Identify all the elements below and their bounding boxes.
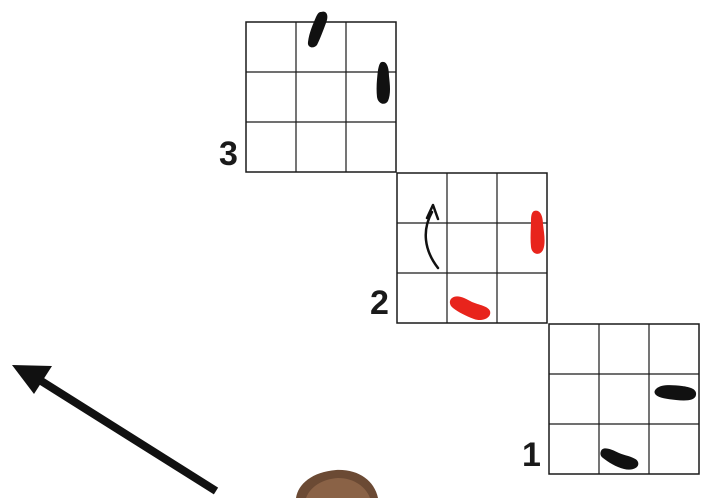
footprint-mark [655,385,697,400]
grid-2-label: 2 [370,284,389,322]
footprint-mark [531,211,545,254]
footprint-mark [600,448,638,469]
grid-1-label: 1 [522,436,541,474]
arrow-shaft [38,379,216,491]
direction-arrow [12,365,216,491]
grid-3-label: 3 [219,135,238,173]
grid-1: 1 [522,324,699,474]
footprint-mark [308,12,327,48]
grid-3-frame [246,22,396,172]
footprint-mark [450,296,490,320]
grid-2: 2 [370,173,547,323]
grid-2-frame [397,173,547,323]
curved-arrow-icon [426,212,438,268]
grid-3: 3 [219,12,396,173]
person-photo [296,470,378,498]
footprint-mark [377,62,390,104]
